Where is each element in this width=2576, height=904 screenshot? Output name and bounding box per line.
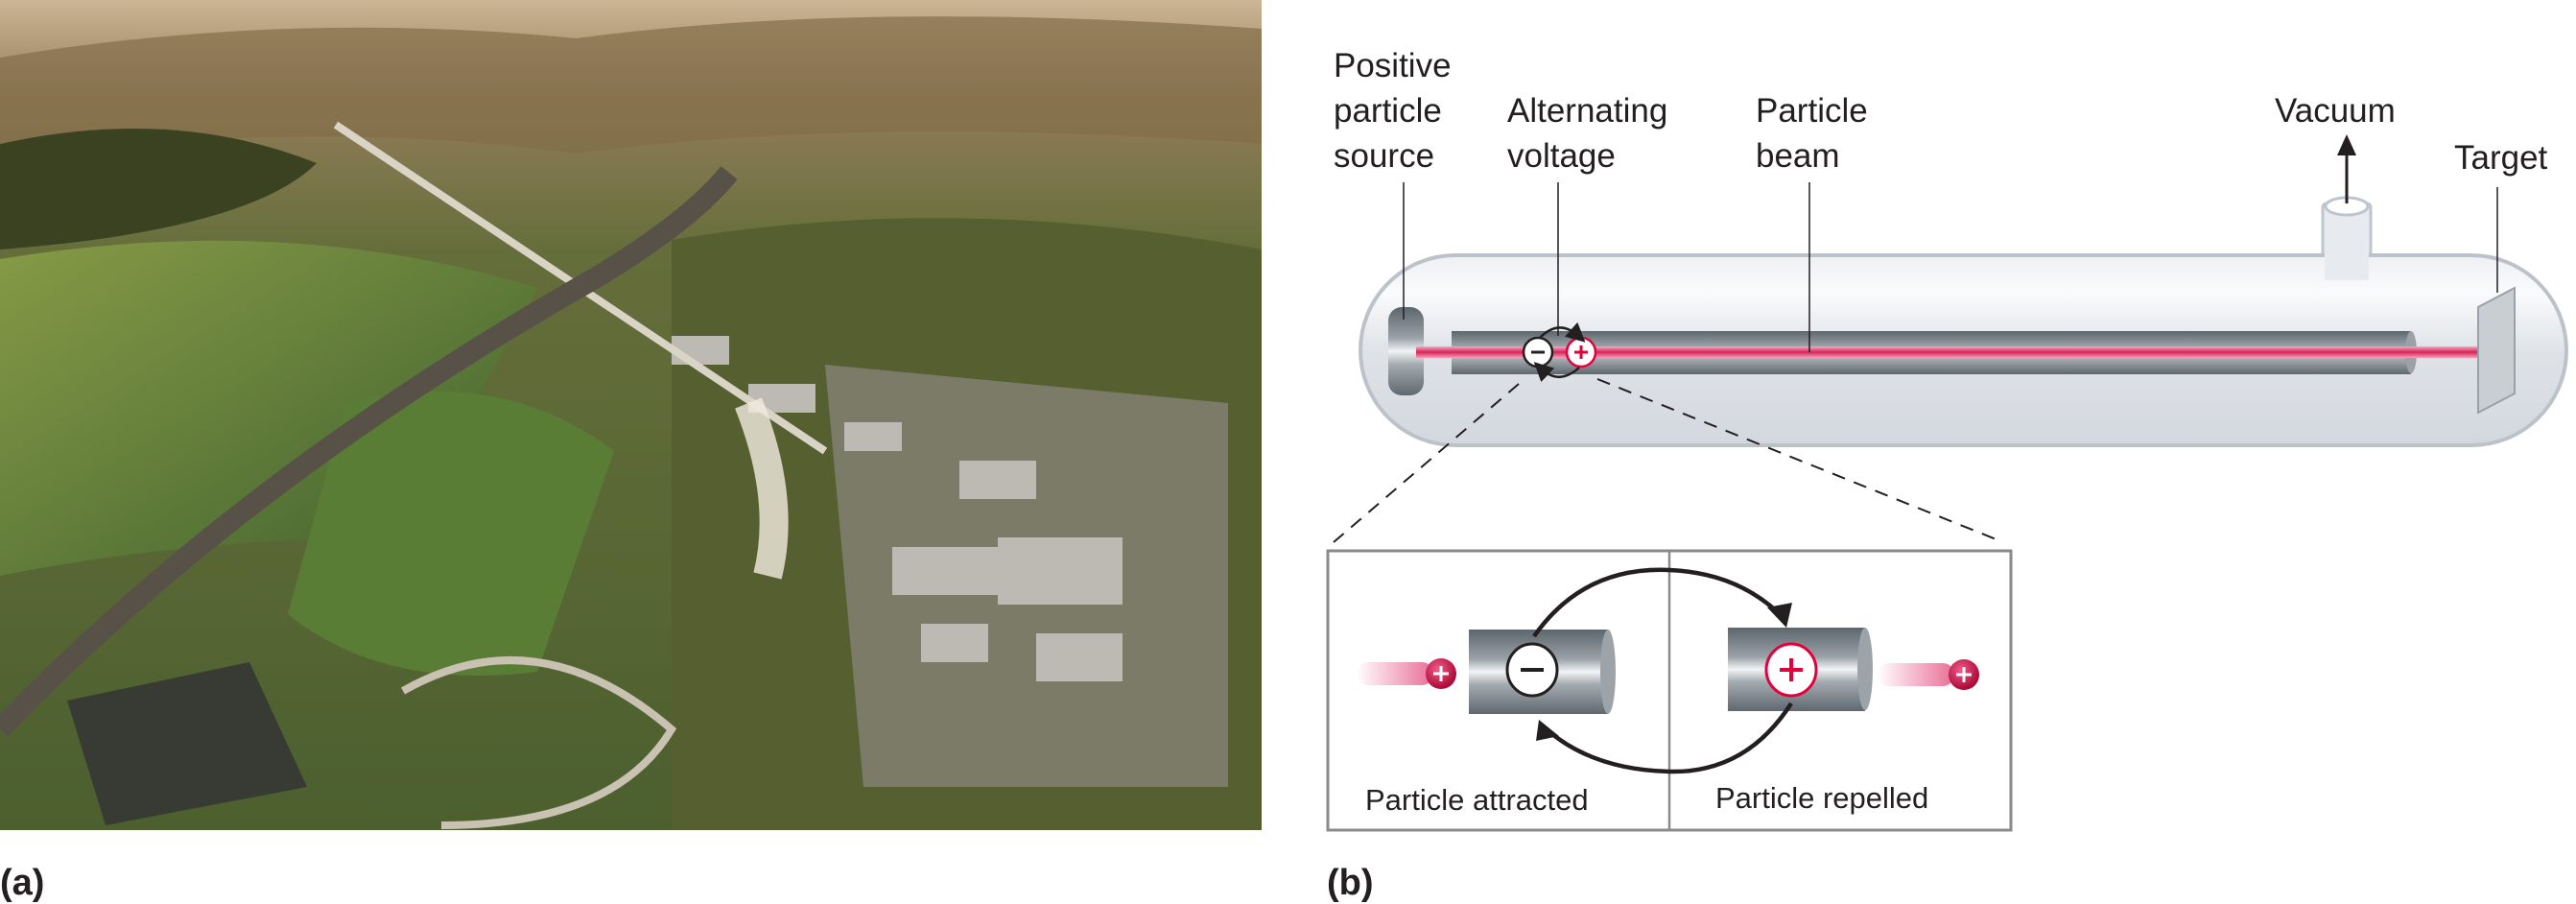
caption-particle-attracted: Particle attracted (1365, 783, 1589, 817)
accelerator-diagram (1333, 134, 2568, 543)
caption-particle-repelled: Particle repelled (1715, 781, 1928, 815)
target-plate (2477, 286, 2516, 415)
panel-label-b: (b) (1327, 863, 1374, 903)
particle-source-disk (1388, 307, 1424, 395)
label-vacuum: Vacuum (2275, 92, 2396, 130)
inset-electrode-detail (1326, 549, 2013, 832)
label-positive-particle-source: Positive particle source (1334, 47, 1460, 175)
panel-label-a: (a) (0, 863, 44, 903)
label-particle-beam: Particle beam (1756, 92, 1877, 175)
aerial-photo-linear-accelerator (0, 0, 1262, 831)
label-alternating-voltage: Alternating voltage (1507, 92, 1677, 175)
top-cycle-arrow-icon (1532, 567, 1782, 638)
label-target: Target (2454, 139, 2548, 177)
bottom-cycle-arrow-icon (1545, 702, 1793, 774)
particle-beam (1416, 346, 2483, 358)
